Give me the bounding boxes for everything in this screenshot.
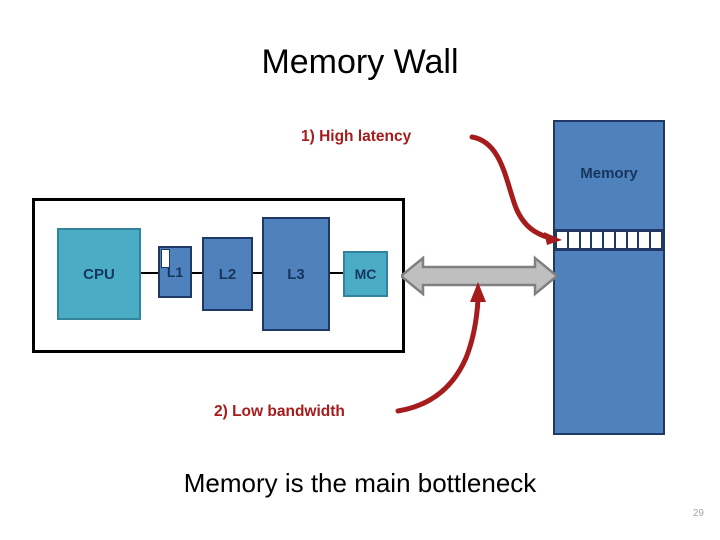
connector-l2-l3 xyxy=(253,272,263,274)
memory-band-cell xyxy=(592,232,603,248)
page-title: Memory Wall xyxy=(261,43,459,81)
connector-l1-l2 xyxy=(192,272,203,274)
memory-band-cell xyxy=(604,232,614,248)
memory-band-cell xyxy=(627,232,638,248)
memory-band-cell xyxy=(639,232,650,248)
memory-band-cell xyxy=(580,232,591,248)
callout-high-latency: 1) High latency xyxy=(301,128,412,145)
memory-block-label: Memory xyxy=(580,165,638,182)
double-headed-arrow-icon xyxy=(401,255,557,297)
memory-band-cell xyxy=(568,232,579,248)
page-number: 29 xyxy=(692,508,704,519)
connector-l3-mc xyxy=(330,272,344,274)
memory-band-cell xyxy=(615,232,626,248)
l1-notch-marker xyxy=(161,249,170,268)
block-cpu: CPU xyxy=(57,228,141,320)
curved-arrow-bandwidth-icon xyxy=(395,282,486,414)
block-l2: L2 xyxy=(202,237,253,311)
block-l3: L3 xyxy=(262,217,330,331)
memory-band-cell xyxy=(651,232,662,248)
memory-block xyxy=(553,120,665,435)
curved-arrow-latency-icon xyxy=(469,134,562,245)
block-memory-controller: MC xyxy=(343,251,388,297)
connector-cpu-l1 xyxy=(141,272,159,274)
callout-low-bandwidth: 2) Low bandwidth xyxy=(214,403,345,420)
bottom-statement: Memory is the main bottleneck xyxy=(183,468,537,498)
